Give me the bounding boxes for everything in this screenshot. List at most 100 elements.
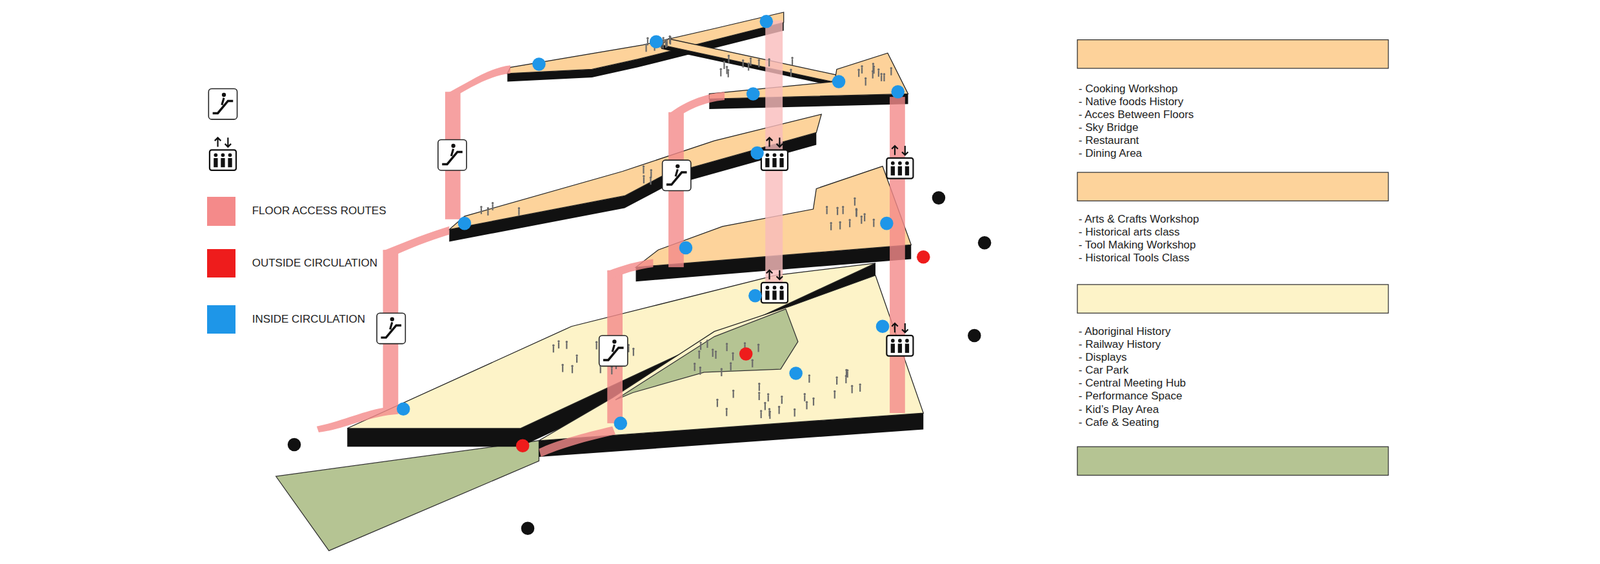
person-head: [758, 58, 760, 61]
person-head: [570, 365, 573, 368]
person-head: [825, 205, 828, 208]
person-head: [860, 65, 863, 68]
inside-circulation-dot: [748, 289, 762, 303]
inside-circulation-dot: [760, 14, 774, 29]
person-head: [763, 401, 766, 404]
person: [830, 223, 832, 230]
outside-circulation-dot: [739, 347, 753, 361]
site-dot: [932, 190, 946, 205]
elevator-person: [228, 152, 233, 157]
icon-box: [886, 335, 913, 357]
icon-box: [208, 89, 237, 120]
person-head: [758, 382, 760, 385]
person-head: [646, 36, 649, 39]
people: [480, 35, 893, 419]
person: [487, 209, 489, 215]
person-head: [518, 207, 520, 210]
access-route: [383, 226, 450, 260]
person: [561, 365, 564, 372]
person: [758, 394, 760, 400]
icon-box: [886, 158, 913, 179]
person-head: [725, 407, 728, 410]
person-head: [557, 340, 560, 342]
elevator-person: [772, 285, 777, 290]
person-head: [716, 398, 719, 401]
level-b: [538, 275, 924, 441]
person: [805, 403, 808, 410]
inside-circulation-dot: [532, 57, 546, 71]
elevator-icon: [761, 270, 788, 304]
person: [742, 61, 744, 68]
person-head: [829, 221, 832, 224]
elevator-person: [772, 152, 777, 157]
person-head: [848, 218, 851, 221]
person: [596, 343, 598, 350]
person: [767, 395, 770, 402]
sky-bridge: [661, 38, 839, 82]
person: [883, 75, 885, 82]
person: [845, 376, 847, 383]
person: [826, 207, 828, 214]
person-head: [836, 206, 839, 209]
person-head: [723, 60, 726, 63]
person-head: [552, 343, 555, 346]
inside-circulation-dot: [746, 87, 760, 101]
person: [643, 177, 645, 184]
person: [781, 397, 783, 404]
person: [849, 221, 851, 228]
person: [610, 368, 613, 375]
elevator-person: [890, 166, 895, 176]
person: [727, 56, 730, 63]
person: [834, 392, 836, 399]
person: [758, 61, 760, 68]
person: [650, 170, 652, 177]
person-head: [883, 72, 886, 75]
person-head: [741, 59, 744, 62]
icon-box: [599, 335, 628, 366]
person-head: [725, 342, 728, 345]
elevator-person: [765, 290, 770, 300]
program-item: - Aboriginal History: [1078, 325, 1171, 339]
program-item: - Cafe & Seating: [1078, 416, 1160, 430]
elevator-person: [220, 158, 225, 168]
elevator-arrows: [214, 137, 231, 147]
access-route: [538, 426, 616, 457]
person: [699, 368, 701, 375]
ground-plane: [276, 440, 540, 551]
person-head: [757, 343, 760, 346]
program-item: - Acces Between Floors: [1078, 108, 1195, 122]
elevator-arrows: [891, 145, 908, 155]
elevator-person: [227, 158, 232, 168]
person-head: [778, 405, 780, 408]
person: [480, 207, 482, 214]
elevator-icon: [886, 145, 913, 179]
elevator-person: [765, 158, 770, 168]
person-head: [812, 397, 815, 400]
person-head: [858, 383, 861, 386]
elevator-person: [214, 152, 219, 157]
building: [276, 12, 924, 551]
person-head: [871, 70, 874, 73]
escalator-person: [612, 344, 615, 352]
person: [851, 387, 853, 393]
person: [600, 367, 602, 373]
person: [747, 64, 750, 71]
person: [839, 223, 841, 230]
icon-box: [761, 282, 788, 304]
person-head: [855, 208, 858, 211]
outside-circulation-dot: [516, 438, 530, 453]
escalator-person: [450, 149, 453, 157]
site-dot: [287, 438, 302, 452]
legend-label: INSIDE CIRCULATION: [252, 312, 366, 326]
person: [764, 403, 766, 410]
elevator-person: [890, 161, 895, 166]
escalator-icon: [662, 160, 691, 191]
person-head: [727, 54, 730, 57]
person: [861, 67, 863, 73]
person: [757, 345, 759, 352]
elevator-person: [890, 343, 895, 353]
inside-circulation-dot: [890, 85, 905, 99]
program-item: - Native foods History: [1078, 95, 1184, 109]
person-head: [833, 390, 836, 393]
inside-circulation-dot: [876, 319, 890, 333]
